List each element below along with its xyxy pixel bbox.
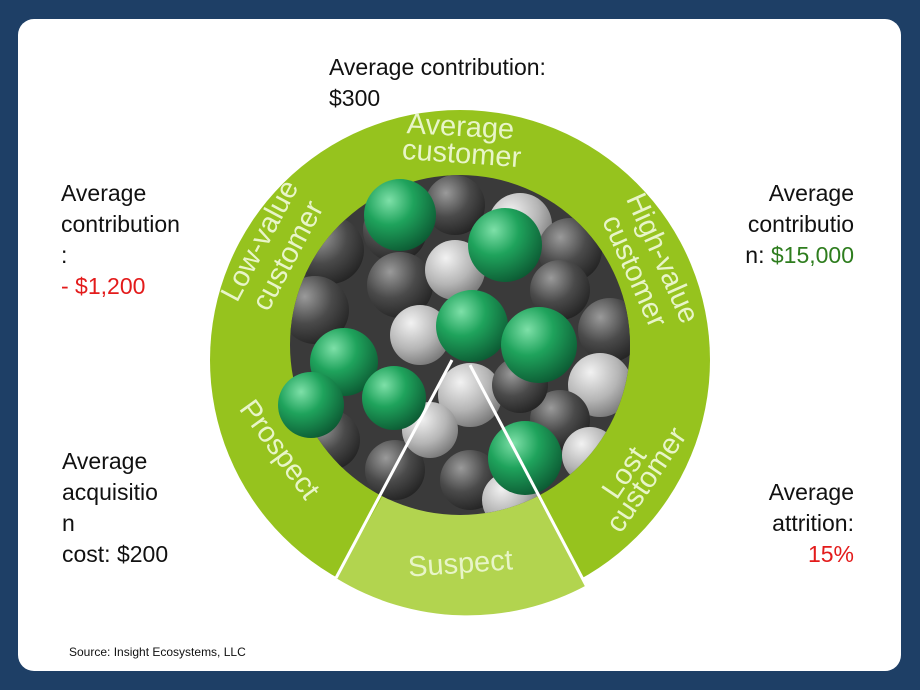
left-bottom-line4: cost: $200 xyxy=(62,541,169,567)
source-note: Source: Insight Ecosystems, LLC xyxy=(69,645,246,659)
right-top-value: $15,000 xyxy=(770,242,854,268)
right-top-line1: Average xyxy=(768,180,854,206)
left-top-label: Average contribution : - $1,200 xyxy=(61,178,180,302)
green-ball xyxy=(362,366,426,430)
green-balls xyxy=(278,179,577,495)
ring-label-average-1: Average xyxy=(406,108,515,146)
green-ball xyxy=(468,208,542,282)
left-bottom-line1: Average xyxy=(62,448,148,474)
green-ball xyxy=(278,372,344,438)
left-top-line2: contribution xyxy=(61,211,180,237)
left-bottom-line3: n xyxy=(62,510,75,536)
top-label: Average contribution: $300 xyxy=(329,52,546,114)
right-bottom-line2: attrition: xyxy=(772,510,854,536)
green-ball xyxy=(364,179,436,251)
right-top-line2: contributio xyxy=(747,211,854,237)
divider-line-left xyxy=(334,359,454,579)
top-label-line2: $300 xyxy=(329,85,381,111)
top-label-line1: Average contribution: xyxy=(329,54,546,80)
green-ball xyxy=(501,307,577,383)
green-ball xyxy=(488,421,562,495)
ring-label-suspect: Suspect xyxy=(407,544,514,583)
divider-line-right xyxy=(468,364,589,588)
right-bottom-label: Average attrition: 15% xyxy=(769,477,854,570)
left-top-line1: Average xyxy=(61,180,147,206)
right-bottom-value: 15% xyxy=(807,541,854,567)
right-bottom-line1: Average xyxy=(768,479,854,505)
green-ball xyxy=(436,290,508,362)
right-top-prefix: n: xyxy=(745,242,771,268)
left-bottom-line2: acquisitio xyxy=(62,479,158,505)
left-top-line3: : xyxy=(61,242,68,268)
left-bottom-label: Average acquisitio n cost: $200 xyxy=(62,446,168,570)
right-top-label: Average contributio n: $15,000 xyxy=(745,178,854,271)
left-top-value: - $1,200 xyxy=(61,273,146,299)
right-top-line3: n: $15,000 xyxy=(745,240,854,271)
